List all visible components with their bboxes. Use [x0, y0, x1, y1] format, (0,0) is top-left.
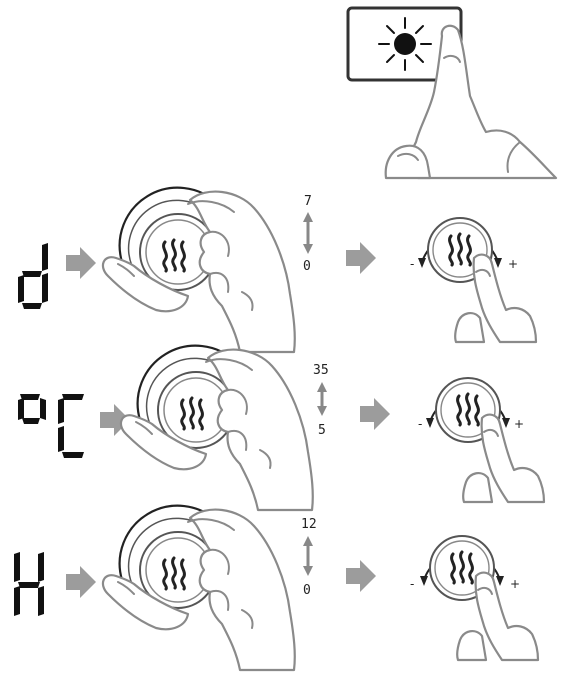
display-mode-h: H — [14, 551, 44, 616]
minus-label: - — [410, 257, 414, 271]
range-max: 7 — [304, 194, 312, 209]
next-arrow — [66, 566, 96, 598]
row-hours: H 12 0 - + — [14, 504, 538, 672]
range-indicator: 35 5 — [313, 363, 329, 438]
plus-label: + — [514, 417, 524, 431]
range-indicator: 12 0 — [301, 517, 317, 598]
minus-label: - — [410, 577, 414, 591]
display-mode-d: d — [18, 242, 48, 309]
range-min: 0 — [303, 583, 311, 598]
turning-knob-hand — [101, 186, 296, 354]
range-max: 12 — [301, 517, 317, 532]
top-button-step — [346, 6, 558, 180]
rotate-knob[interactable] — [420, 536, 538, 660]
next-arrow-2 — [346, 242, 376, 274]
plus-label: + — [510, 577, 520, 591]
next-arrow — [66, 247, 96, 279]
mode-label: d — [18, 242, 19, 244]
next-arrow-2 — [346, 560, 376, 592]
plus-label: + — [508, 257, 518, 271]
pressing-hand — [384, 24, 558, 180]
minus-label: - — [418, 417, 422, 431]
mode-label: °C — [18, 391, 20, 393]
rotate-knob[interactable] — [418, 218, 536, 342]
range-min: 5 — [318, 423, 326, 438]
next-arrow-2 — [360, 398, 390, 430]
row-celsius: °C 35 5 - + — [18, 344, 544, 512]
display-mode-celsius: °C — [18, 391, 84, 458]
rotate-knob[interactable] — [426, 378, 544, 502]
turning-knob-hand — [101, 504, 296, 672]
sun-icon — [378, 17, 432, 71]
mode-label: H — [14, 551, 15, 553]
range-max: 35 — [313, 363, 329, 378]
range-indicator: 7 0 — [303, 194, 313, 274]
range-min: 0 — [303, 259, 311, 274]
turning-knob-hand — [119, 344, 314, 512]
row-d: d 7 0 - + — [18, 186, 536, 354]
